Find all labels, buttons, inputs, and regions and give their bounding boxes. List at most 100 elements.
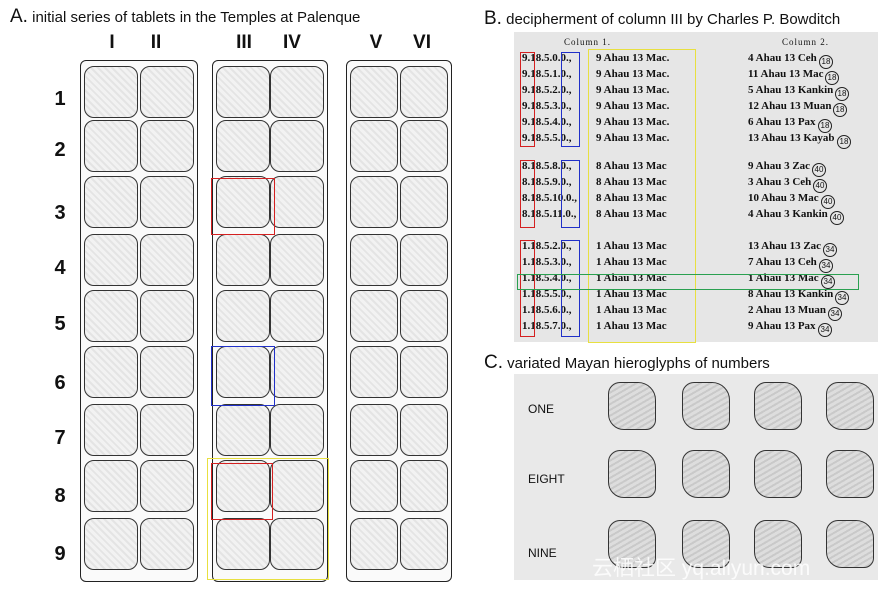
reference-number-wrap: 40	[811, 161, 826, 179]
result-date: 1 Ahau 13 Mac	[748, 272, 819, 284]
number-glyph	[682, 382, 730, 430]
calendar-round-day: 9 Ahau 13 Mac.	[596, 100, 670, 112]
glyph-cell	[140, 346, 194, 398]
highlight-red-group2	[520, 160, 535, 228]
calendar-round-day: 1 Ahau 13 Mac	[596, 304, 667, 316]
reference-number: 18	[835, 86, 849, 101]
glyph-cell	[400, 346, 448, 398]
calendar-round-day: 1 Ahau 13 Mac	[596, 288, 667, 300]
highlight-red-row8	[211, 463, 273, 520]
glyph-cell	[270, 518, 324, 570]
glyph-cell	[216, 404, 270, 456]
row-number-2: 2	[54, 139, 66, 161]
highlight-green-row	[517, 274, 859, 290]
glyph-cell	[84, 176, 138, 228]
reference-number-wrap: 18	[824, 69, 839, 87]
number-glyph	[826, 450, 874, 498]
glyph-cell	[270, 176, 324, 228]
number-glyph	[754, 520, 802, 568]
reference-number: 40	[821, 194, 835, 209]
long-count-date: 8.18.5.11.0.,	[522, 208, 577, 220]
result-date: 6 Ahau 13 Pax	[748, 116, 816, 128]
number-glyph	[826, 382, 874, 430]
reference-number-wrap: 34	[820, 273, 835, 291]
result-date: 13 Ahau 13 Kayab	[748, 132, 835, 144]
panel-a-letter: A.	[10, 6, 28, 27]
reference-number-wrap: 40	[820, 193, 835, 211]
glyph-cell	[350, 176, 398, 228]
reference-number: 18	[818, 118, 832, 133]
reference-number: 40	[830, 210, 844, 225]
glyph-cell	[270, 460, 324, 512]
number-glyphs-panel: ONE EIGHT NINE	[514, 374, 878, 580]
calendar-round-day: 1 Ahau 13 Mac	[596, 320, 667, 332]
glyph-cell	[140, 66, 194, 118]
panel-c-letter: C.	[484, 352, 503, 373]
glyph-cell	[270, 234, 324, 286]
reference-number: 34	[823, 242, 837, 257]
glyph-cell	[84, 518, 138, 570]
row-number-7: 7	[54, 427, 66, 449]
calendar-round-day: 8 Ahau 13 Mac	[596, 192, 667, 204]
glyph-cell	[140, 120, 194, 172]
result-date: 4 Ahau 3 Kankin	[748, 208, 828, 220]
glyph-cell	[84, 290, 138, 342]
glyph-cell	[350, 404, 398, 456]
reference-number-wrap: 34	[818, 257, 833, 275]
reference-number-wrap: 34	[834, 289, 849, 307]
watermark: 云栖社区 yq.aliyun.com	[592, 557, 811, 580]
highlight-red-group3	[520, 240, 535, 337]
glyph-cell	[400, 66, 448, 118]
highlight-yellow-column1	[588, 49, 696, 343]
number-glyph	[608, 382, 656, 430]
reference-number: 40	[813, 178, 827, 193]
result-date: 4 Ahau 13 Ceh	[748, 52, 817, 64]
reference-number-wrap: 18	[834, 85, 849, 103]
calendar-round-day: 9 Ahau 13 Mac.	[596, 68, 670, 80]
glyph-cell	[350, 234, 398, 286]
number-glyph	[682, 520, 730, 568]
glyph-cell	[400, 290, 448, 342]
result-date: 7 Ahau 13 Ceh	[748, 256, 817, 268]
calendar-round-day: 9 Ahau 13 Mac.	[596, 52, 670, 64]
glyph-cell	[270, 404, 324, 456]
panel-c-title: C. variated Mayan hieroglyphs of numbers	[484, 352, 770, 374]
reference-number-wrap: 18	[818, 53, 833, 71]
column-numeral-1: I	[109, 32, 115, 53]
reference-number: 18	[837, 134, 851, 149]
glyph-cell	[350, 346, 398, 398]
result-date: 12 Ahau 13 Muan	[748, 100, 832, 112]
panel-b-title: B. decipherment of column III by Charles…	[484, 8, 840, 30]
glyph-cell	[84, 120, 138, 172]
column-numeral-3: III	[236, 32, 252, 53]
calendar-round-day: 1 Ahau 13 Mac	[596, 240, 667, 252]
row-number-8: 8	[54, 485, 66, 507]
glyph-cell	[350, 66, 398, 118]
column-numeral-4: IV	[283, 32, 301, 53]
calendar-round-day: 1 Ahau 13 Mac	[596, 256, 667, 268]
reference-number: 18	[833, 102, 847, 117]
calendar-round-day: 9 Ahau 13 Mac.	[596, 84, 670, 96]
calendar-round-day: 9 Ahau 13 Mac.	[596, 132, 670, 144]
highlight-blue-group1	[561, 52, 580, 147]
panel-b-letter: B.	[484, 8, 502, 29]
reference-number: 18	[825, 70, 839, 85]
calendar-round-day: 8 Ahau 13 Mac	[596, 208, 667, 220]
row-number-3: 3	[54, 202, 66, 224]
result-date: 9 Ahau 3 Zac	[748, 160, 811, 172]
highlight-red-row3	[211, 178, 275, 235]
result-date: 10 Ahau 3 Mac	[748, 192, 819, 204]
glyph-cell	[270, 66, 324, 118]
glyph-cell	[270, 346, 324, 398]
number-glyph	[826, 520, 874, 568]
reference-number-wrap: 40	[829, 209, 844, 227]
glyph-cell	[216, 518, 270, 570]
reference-number-wrap: 18	[836, 133, 851, 151]
result-date: 9 Ahau 13 Pax	[748, 320, 816, 332]
panel-b-title-text: decipherment of column III by Charles P.…	[506, 11, 841, 28]
reference-number: 34	[821, 274, 835, 289]
calendar-round-day: 9 Ahau 13 Mac.	[596, 116, 670, 128]
glyph-cell	[140, 234, 194, 286]
reference-number: 34	[818, 322, 832, 337]
glyph-cell	[216, 234, 270, 286]
